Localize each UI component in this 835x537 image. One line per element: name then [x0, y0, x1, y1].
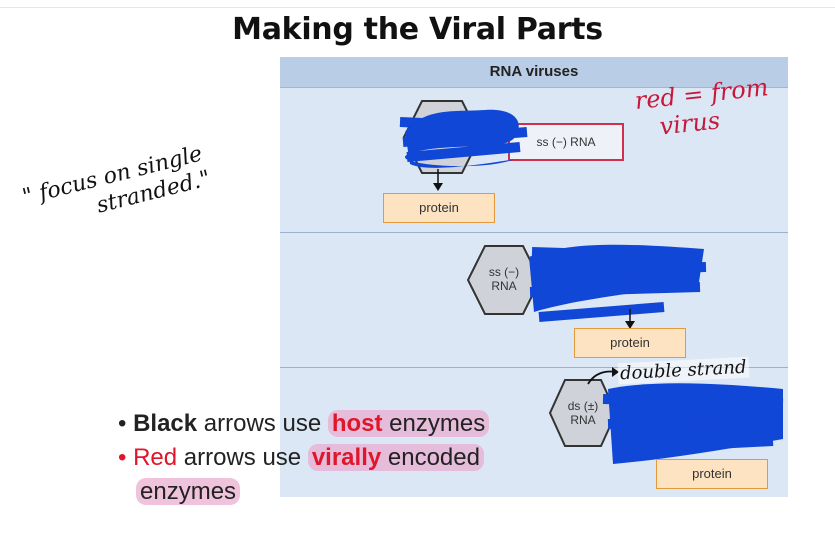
bullet2-highlight: virally	[311, 444, 382, 471]
genome-label-row1: ss (−) RNA	[536, 135, 596, 149]
genome-box-row1: ss (−) RNA	[508, 123, 624, 161]
protein-label-row2: protein	[610, 335, 650, 350]
arrow-row1	[433, 169, 443, 191]
genome-text-row2: ss (−) RNA	[476, 265, 532, 293]
bullet-red-arrows: • Red arrows use virally encoded	[118, 441, 489, 475]
protein-box-row1: protein	[383, 193, 495, 223]
bullet1-end: enzymes	[382, 410, 486, 437]
bullet2-end: encoded	[381, 444, 480, 471]
protein-box-row2: protein	[574, 328, 686, 358]
bullet2-red: Red	[133, 444, 178, 471]
protein-label-row1: protein	[419, 200, 459, 215]
bullet1-bold: Black	[133, 410, 198, 437]
bullet2-mid: arrows use	[177, 444, 308, 471]
genome-line2-row3: RNA	[570, 413, 596, 427]
bullet-black-arrows: • Black arrows use host enzymes	[118, 407, 490, 441]
genome-text-row3: ds (±) RNA	[556, 399, 610, 427]
arrow-row2	[625, 309, 635, 329]
slide-title: Making the Viral Parts	[232, 12, 603, 47]
note-focus-single-stranded: " focus on single stranded."	[20, 141, 213, 237]
scribble-row3	[602, 383, 784, 464]
bullet2-highlight-group: virally encoded	[307, 444, 484, 471]
figure-header: RNA viruses	[280, 57, 788, 88]
bullet-list: • Black arrows use host enzymes • Red ar…	[118, 407, 490, 509]
scribble-row2	[529, 244, 707, 322]
bullet-dot-2: •	[118, 444, 134, 471]
bullet-dot-1: •	[118, 410, 134, 437]
double-strand-arrow-icon	[587, 367, 619, 385]
hexagon-row2	[466, 245, 542, 315]
hexagon-row3	[548, 379, 618, 447]
row-divider-2	[280, 367, 788, 368]
genome-line2-row2: RNA	[491, 279, 517, 293]
scribble-row1	[399, 109, 528, 168]
genome-line1-row2: ss (−)	[488, 265, 520, 279]
bullet2-wrap: enzymes	[136, 478, 241, 505]
bullet1-highlight: host	[331, 410, 383, 437]
row-divider-1	[280, 232, 788, 233]
bullet-red-arrows-wrap: enzymes	[118, 475, 489, 509]
bullet1-mid: arrows use	[197, 410, 328, 437]
protein-box-row3: protein	[656, 459, 768, 489]
genome-line1-row3: ds (±)	[567, 399, 599, 413]
top-rule	[0, 7, 835, 8]
protein-label-row3: protein	[692, 466, 732, 481]
bullet1-highlight-group: host enzymes	[327, 410, 490, 437]
